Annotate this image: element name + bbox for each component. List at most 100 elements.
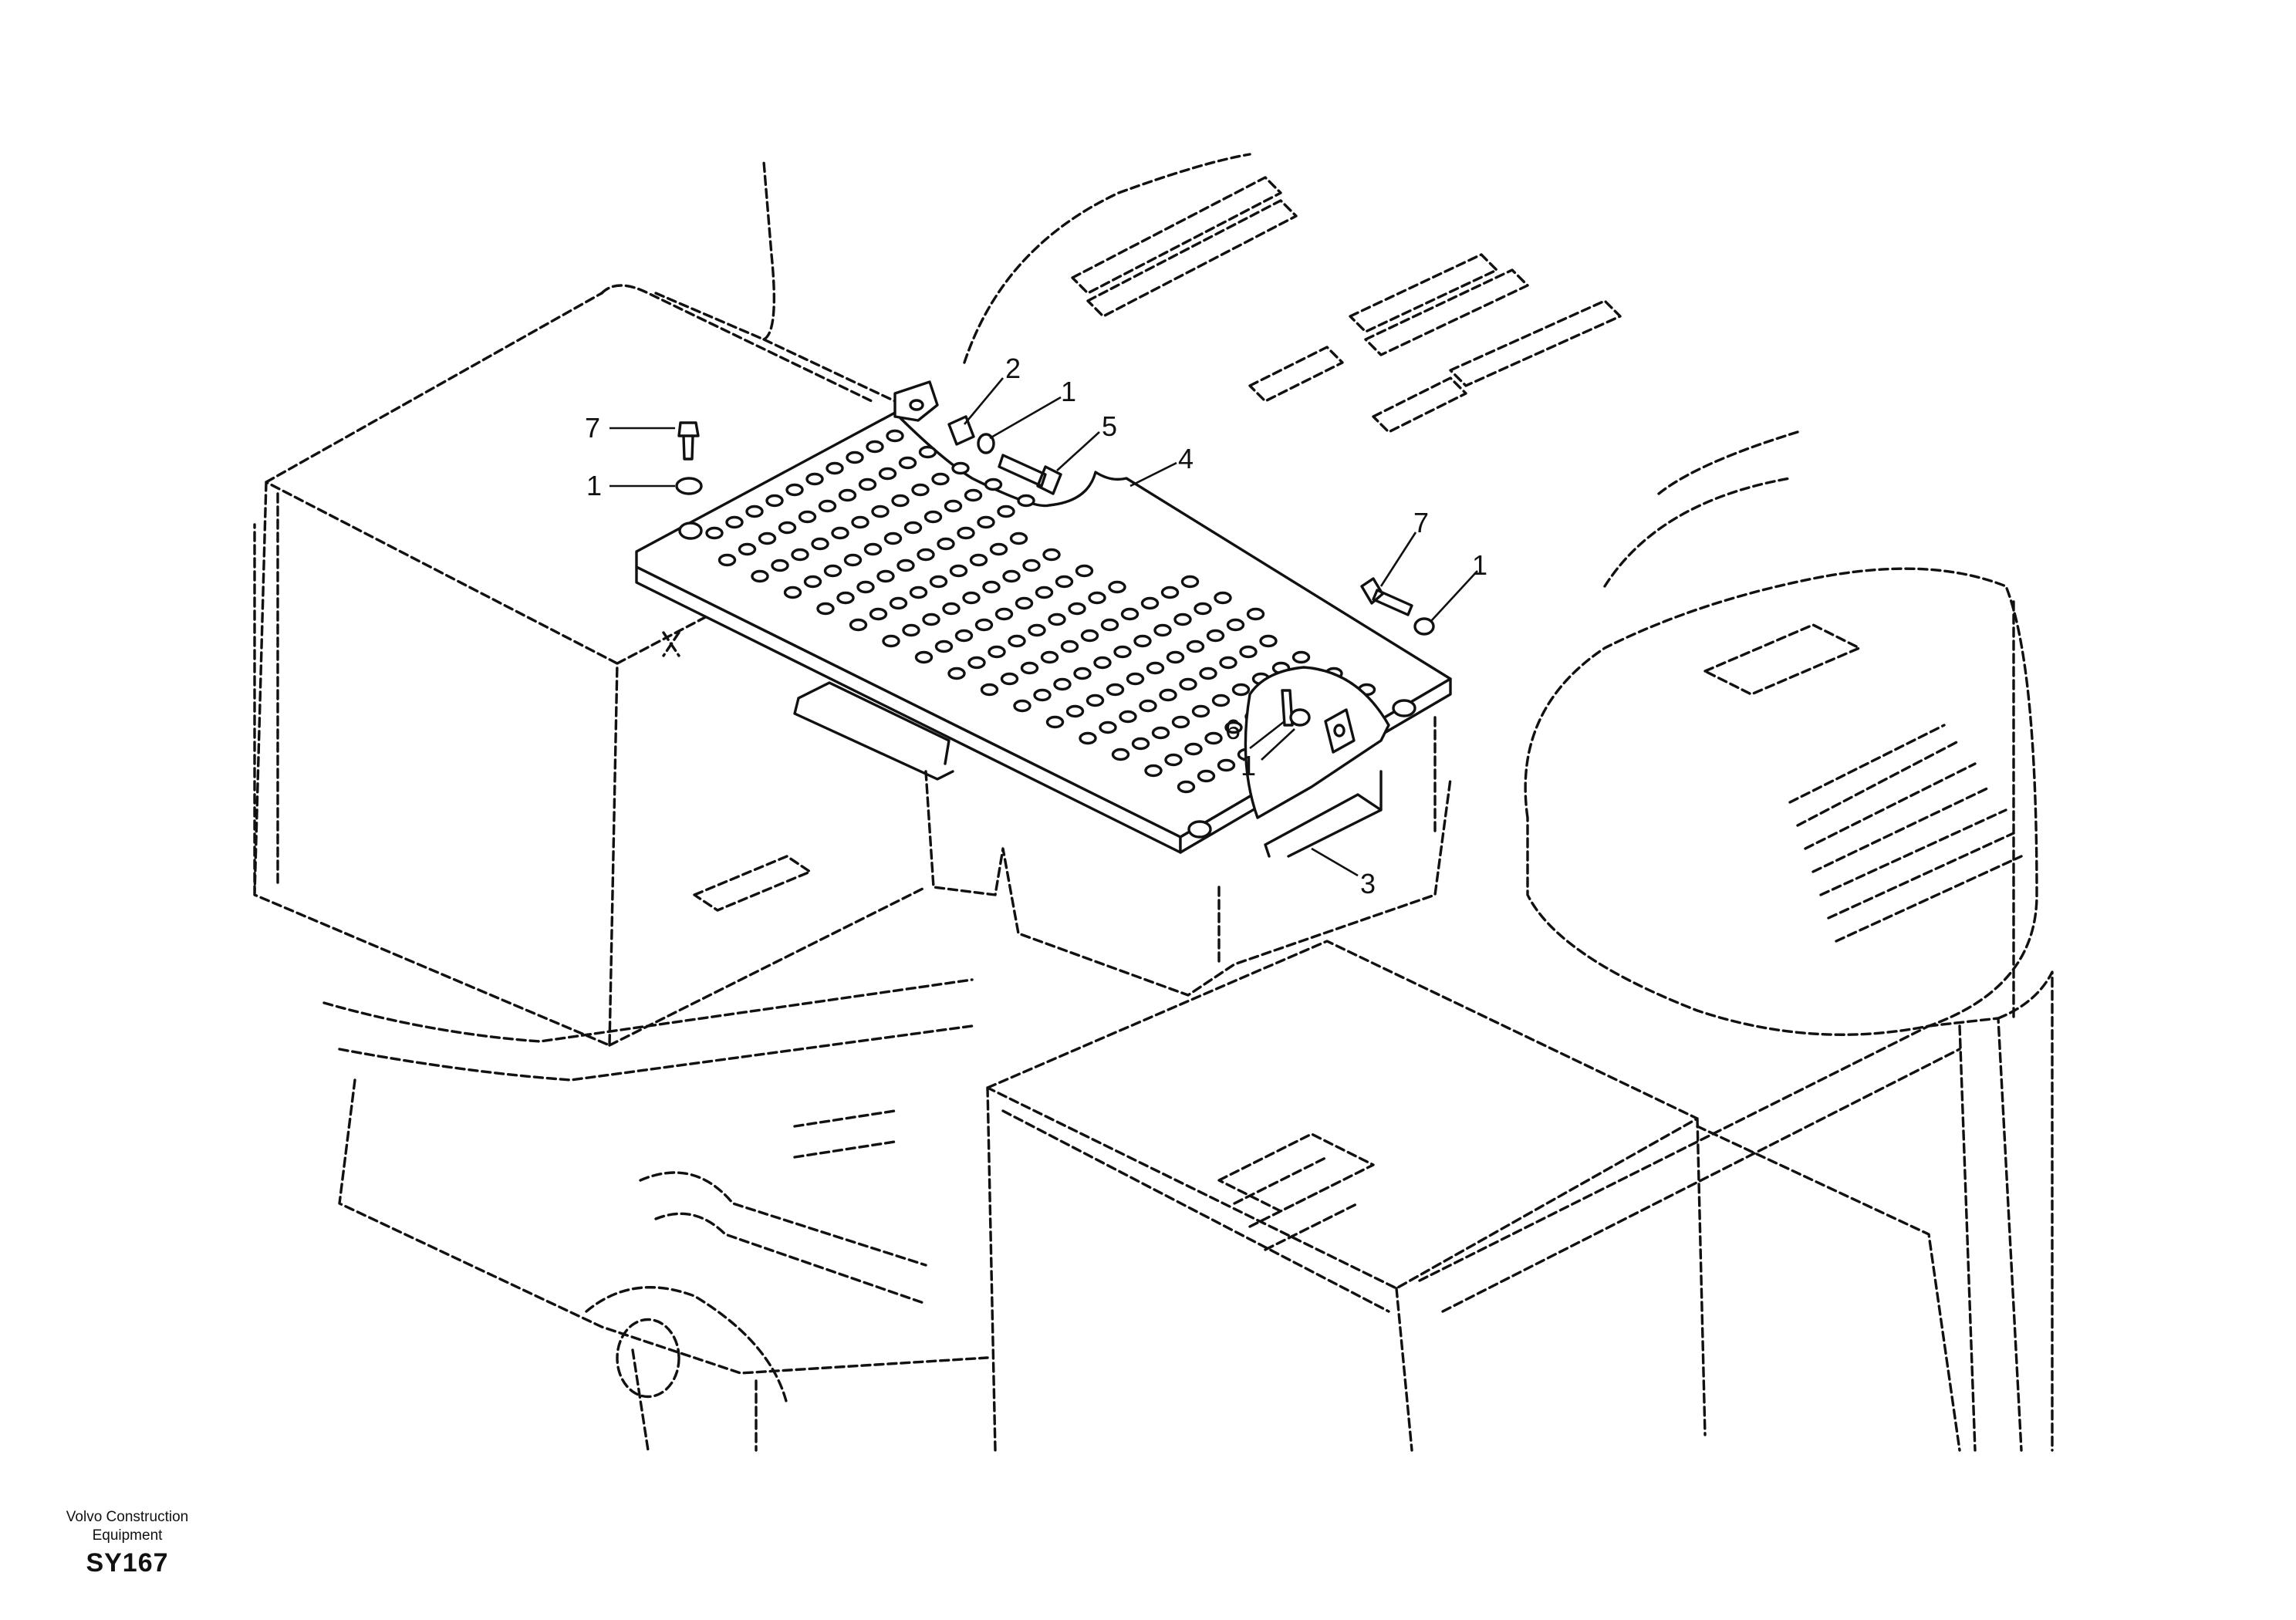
washer-1-bracket — [1289, 708, 1311, 727]
bolt-7-left — [677, 421, 700, 461]
perforation-hole — [1246, 607, 1265, 621]
perforation-hole — [984, 478, 1003, 491]
perforation-hole — [1060, 640, 1079, 653]
perforation-hole — [778, 521, 797, 535]
perforation-hole — [931, 472, 950, 486]
perforation-hole — [1226, 618, 1245, 632]
perforation-hole — [962, 591, 981, 605]
spacer-2 — [947, 415, 975, 446]
right-cover-outline — [1524, 567, 2038, 1036]
rear-tab-hole — [909, 399, 924, 411]
perforation-hole — [846, 451, 864, 464]
perforation-hole — [798, 510, 817, 524]
perforation-hole — [1080, 629, 1099, 643]
hood-left-curve — [963, 153, 1251, 364]
hood-louver-2 — [1086, 199, 1298, 318]
callout-6: 6 — [1225, 714, 1241, 745]
perforation-hole — [725, 515, 744, 529]
lower-box-terminals — [1217, 1132, 1375, 1251]
perforation-hole — [1100, 618, 1119, 632]
perforation-hole — [886, 429, 904, 443]
perforation-hole — [1153, 623, 1172, 637]
leader-lines — [609, 377, 1478, 877]
perforation-hole — [1106, 683, 1125, 697]
hood-louver-1 — [1071, 176, 1282, 295]
perforation-hole — [1197, 769, 1216, 783]
callout-1-bracket: 1 — [1241, 750, 1256, 781]
lower-pin — [585, 1286, 788, 1406]
perforation-hole — [805, 472, 824, 486]
perforation-hole — [1093, 656, 1112, 670]
hood-louver-4 — [1364, 268, 1529, 356]
perforation-hole — [1133, 634, 1152, 648]
hood-louver-7 — [1372, 376, 1467, 434]
callout-4: 4 — [1178, 443, 1194, 474]
right-rail — [1603, 430, 2015, 1020]
perforation-hole — [1139, 699, 1157, 713]
perforation-hole — [922, 613, 940, 626]
washer-1-left — [675, 477, 703, 495]
perforation-hole — [1211, 694, 1231, 707]
perforation-hole — [902, 623, 920, 637]
bracket-clip-hole — [1333, 724, 1346, 737]
fasteners — [675, 415, 1435, 636]
perforation-hole — [1146, 661, 1165, 675]
perforation-hole — [1086, 694, 1105, 707]
right-cross-member — [1418, 1024, 1961, 1452]
perforation-hole — [826, 461, 844, 475]
left-box-bolts — [662, 631, 680, 657]
perforation-hole — [836, 591, 855, 605]
perforation-hole — [1079, 731, 1097, 745]
hood-louver-5 — [1449, 299, 1622, 387]
perforation-hole — [923, 510, 943, 524]
perforation-hole — [1108, 580, 1126, 594]
lower-frame-outline — [322, 978, 989, 1452]
perforation-hole — [989, 542, 1008, 556]
perforation-hole — [1111, 748, 1130, 761]
perforation-hole — [816, 602, 835, 616]
perforation-hole — [1206, 629, 1225, 643]
plate-perforations — [705, 429, 1376, 794]
perforation-hole — [1015, 596, 1034, 610]
perforation-hole — [858, 478, 877, 491]
perforation-hole — [1131, 737, 1150, 751]
callout-3: 3 — [1360, 868, 1376, 899]
perforation-hole — [1113, 645, 1132, 659]
perforation-hole — [957, 526, 975, 540]
perforation-hole — [918, 445, 937, 459]
perforation-hole — [1166, 650, 1185, 664]
perforation-hole — [994, 607, 1014, 621]
perforation-hole — [1140, 596, 1160, 610]
perforation-hole — [1028, 623, 1046, 637]
perforation-hole — [1088, 591, 1106, 605]
perforation-hole — [878, 467, 897, 481]
footer-block: Volvo Construction Equipment SY167 — [31, 1508, 224, 1578]
bracket-plate — [1244, 666, 1390, 819]
perforation-hole — [771, 559, 789, 572]
manufacturer-line-1: Volvo Construction — [66, 1509, 189, 1525]
perforation-hole — [1017, 494, 1035, 508]
left-box-slot — [693, 855, 812, 912]
lower-box-outline — [986, 940, 1707, 1452]
perforation-hole — [783, 586, 802, 599]
callout-labels: 7 1 2 1 5 4 7 1 6 1 3 — [585, 353, 1487, 899]
callout-1-right: 1 — [1472, 549, 1487, 581]
perforation-hole — [883, 532, 903, 545]
perforation-hole — [869, 607, 888, 621]
perforation-hole — [1217, 758, 1236, 772]
perforation-hole — [1045, 715, 1065, 729]
perforation-hole — [705, 526, 724, 540]
perforation-hole — [896, 559, 915, 572]
diagram-code: SY167 — [86, 1548, 169, 1578]
bolt-7-right — [1360, 577, 1413, 616]
perforation-hole — [988, 645, 1006, 659]
perforation-hole — [949, 564, 968, 578]
right-cover-louvers — [1788, 724, 2023, 943]
perforation-hole — [982, 580, 1001, 594]
perforation-hole — [1191, 704, 1210, 718]
foot-plate — [635, 380, 1452, 854]
hood-louver-6 — [1248, 346, 1344, 403]
perforation-hole — [1199, 667, 1217, 680]
perforation-hole — [1022, 559, 1041, 572]
perforation-hole — [1075, 564, 1094, 578]
